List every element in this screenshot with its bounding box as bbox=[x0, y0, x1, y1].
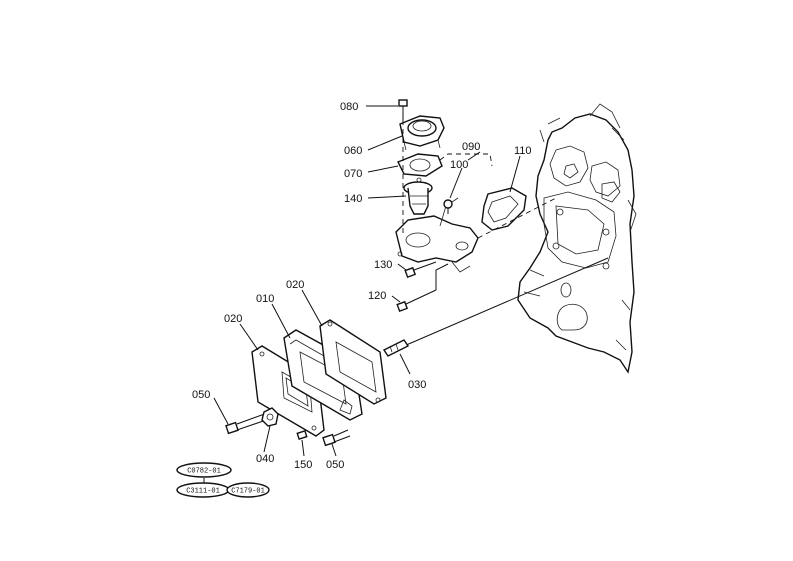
model-code-text: C7179-01 bbox=[231, 488, 265, 496]
label-010: 010 bbox=[256, 293, 274, 305]
gasket-020-inner bbox=[319, 319, 387, 405]
leader-lines bbox=[213, 105, 521, 457]
model-code-text: C3111-01 bbox=[186, 488, 220, 496]
model-code-group: C0782-01 C3111-01 C7179-01 bbox=[176, 462, 270, 498]
label-080: 080 bbox=[340, 101, 358, 113]
bolt-120 bbox=[396, 289, 437, 313]
label-150: 150 bbox=[294, 459, 312, 471]
water-flange-body bbox=[395, 197, 479, 273]
label-100: 100 bbox=[450, 159, 468, 171]
pin-150 bbox=[296, 430, 308, 440]
model-code-text: C0782-01 bbox=[187, 468, 221, 476]
label-070: 070 bbox=[344, 168, 362, 180]
nut-040 bbox=[261, 407, 279, 427]
thermostat-cover-060 bbox=[399, 115, 445, 151]
plug-100 bbox=[443, 199, 453, 214]
thermostat-140 bbox=[403, 177, 433, 215]
label-060: 060 bbox=[344, 145, 362, 157]
model-code-badge: C3111-01 bbox=[176, 482, 230, 498]
label-110: 110 bbox=[514, 145, 532, 157]
part-labels: 080 060 070 090 100 110 140 130 120 020 … bbox=[192, 101, 532, 471]
model-code-badge: C7179-01 bbox=[226, 482, 270, 498]
bolt-050-right bbox=[322, 429, 351, 447]
label-050-right: 050 bbox=[326, 459, 344, 471]
label-020-top: 020 bbox=[286, 279, 304, 291]
label-050-left: 050 bbox=[192, 389, 210, 401]
label-120: 120 bbox=[368, 290, 386, 302]
gasket-070 bbox=[397, 153, 443, 177]
label-130: 130 bbox=[374, 259, 392, 271]
gasket-110 bbox=[481, 187, 527, 231]
label-040: 040 bbox=[256, 453, 274, 465]
bolt-080 bbox=[398, 99, 408, 120]
engine-block bbox=[517, 103, 637, 374]
model-code-badge: C0782-01 bbox=[176, 462, 232, 478]
label-020-left: 020 bbox=[224, 313, 242, 325]
label-140: 140 bbox=[344, 193, 362, 205]
bolt-130 bbox=[404, 261, 437, 279]
label-030: 030 bbox=[408, 379, 426, 391]
stud-030 bbox=[382, 339, 410, 357]
label-090: 090 bbox=[462, 141, 480, 153]
